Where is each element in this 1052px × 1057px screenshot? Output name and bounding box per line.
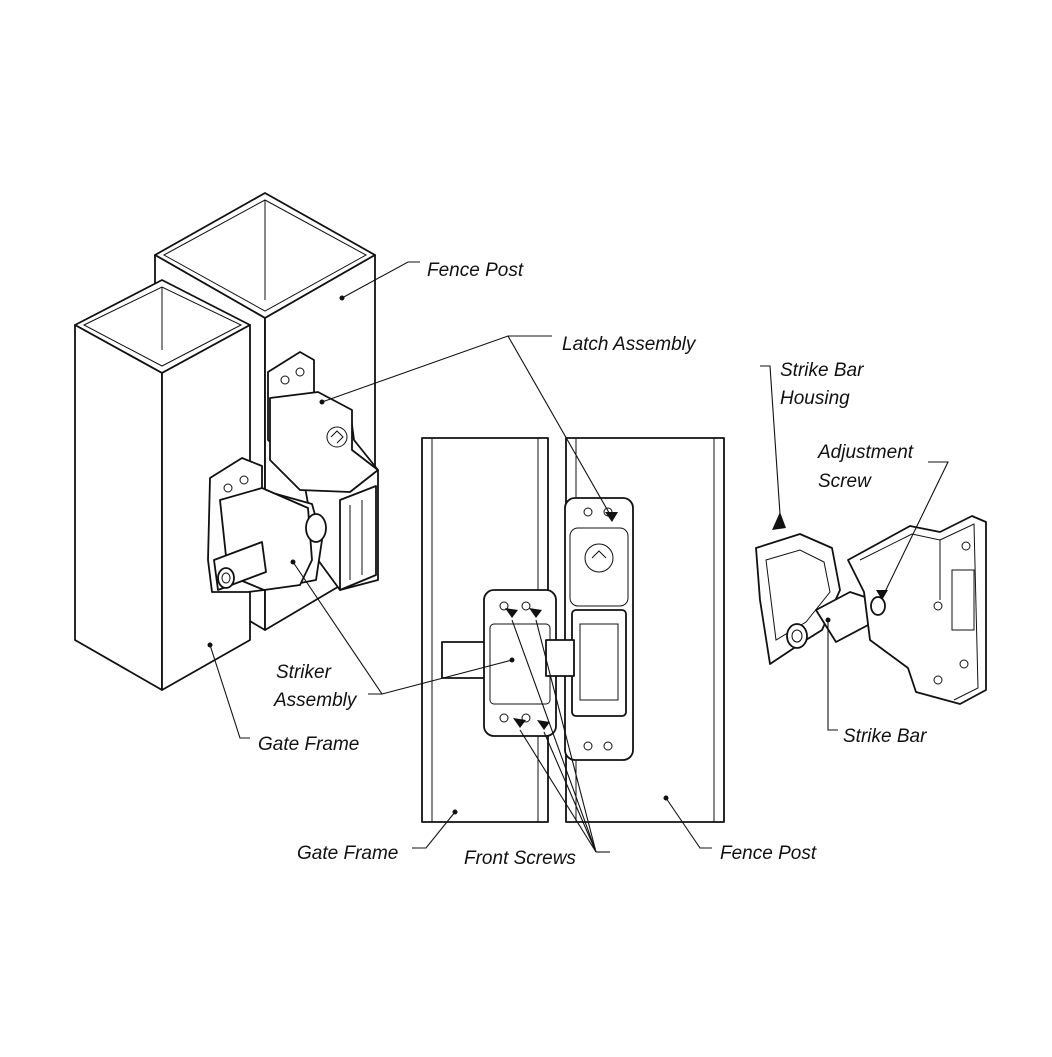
striker-assembly-3d [207, 457, 327, 593]
strike-bar-bracket-3d [847, 515, 987, 705]
label-front-screws: Front Screws [464, 848, 576, 869]
label-strike-bar: Strike Bar [843, 726, 927, 747]
strike-bar-housing-3d [755, 533, 841, 665]
label-latch-assembly: Latch Assembly [562, 334, 697, 355]
label-striker-assembly-1: Striker [276, 662, 332, 683]
label-striker-assembly-2: Assembly [273, 690, 358, 711]
label-adjustment-screw-1: Adjustment [817, 442, 914, 463]
front-view [421, 437, 725, 823]
strike-bar-detail [755, 512, 987, 705]
gate-frame-3d [74, 279, 251, 691]
label-fence-post-bottom: Fence Post [720, 843, 817, 864]
isometric-view [74, 192, 379, 691]
label-strike-bar-housing-2: Housing [780, 388, 850, 409]
latch-assembly-3d [267, 351, 379, 591]
latch-assembly-front [564, 497, 634, 761]
label-gate-frame-bottom: Gate Frame [297, 843, 398, 864]
label-adjustment-screw-2: Screw [818, 471, 872, 492]
label-fence-post-top: Fence Post [427, 260, 524, 281]
label-strike-bar-housing-1: Strike Bar [780, 360, 864, 381]
labels: Fence Post Latch Assembly Strike Bar Hou… [258, 260, 927, 869]
leader-lines [209, 261, 949, 853]
label-gate-frame-left: Gate Frame [258, 734, 359, 755]
